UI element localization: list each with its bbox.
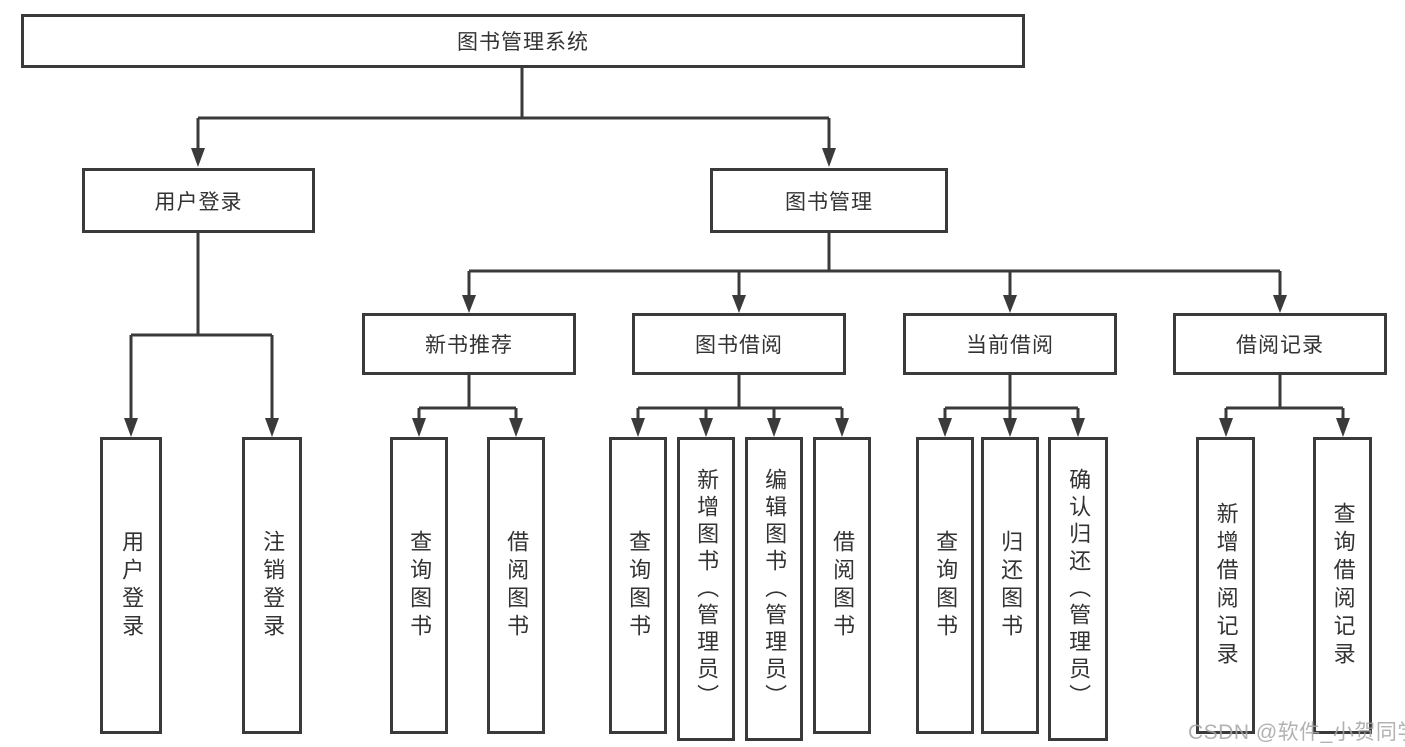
leaf-confirm-return-admin: 确认归还（管理员） xyxy=(1048,437,1108,741)
node-new-book-recommend-label: 新书推荐 xyxy=(425,334,513,357)
leaf-add-borrow-record-label: 新增借阅记录 xyxy=(1213,501,1239,670)
node-root-library-system: 图书管理系统 xyxy=(21,14,1025,68)
node-book-management-label: 图书管理 xyxy=(785,190,873,214)
leaf-edit-books-admin-label: 编辑图书（管理员） xyxy=(762,467,788,711)
leaf-borrow-books-label: 借阅图书 xyxy=(830,529,856,642)
leaf-return-books: 归还图书 xyxy=(981,437,1039,734)
leaf-query-borrow-record-label: 查询借阅记录 xyxy=(1330,501,1356,670)
leaf-query-borrow-record: 查询借阅记录 xyxy=(1313,437,1372,734)
leaf-logout-label: 注销登录 xyxy=(260,529,286,642)
leaf-query-books-borrow: 查询图书 xyxy=(609,437,667,734)
leaf-confirm-return-admin-label: 确认归还（管理员） xyxy=(1066,467,1092,711)
node-new-book-recommend: 新书推荐 xyxy=(362,313,576,375)
leaf-borrow-books-recommend: 借阅图书 xyxy=(487,437,545,734)
leaf-borrow-books-recommend-label: 借阅图书 xyxy=(504,529,530,642)
node-user-login-label: 用户登录 xyxy=(154,190,243,214)
node-book-borrow: 图书借阅 xyxy=(632,313,846,375)
node-user-login: 用户登录 xyxy=(82,168,315,233)
node-borrow-records: 借阅记录 xyxy=(1173,313,1387,375)
node-current-borrow: 当前借阅 xyxy=(903,313,1117,375)
leaf-query-books-borrow-label: 查询图书 xyxy=(626,529,652,642)
leaf-query-books-current-label: 查询图书 xyxy=(933,529,959,642)
node-root-label: 图书管理系统 xyxy=(457,31,589,54)
leaf-user-login-label: 用户登录 xyxy=(119,529,145,642)
leaf-query-books-recommend-label: 查询图书 xyxy=(407,529,433,642)
leaf-add-books-admin-label: 新增图书（管理员） xyxy=(694,467,720,711)
leaf-add-books-admin: 新增图书（管理员） xyxy=(677,437,735,741)
leaf-logout: 注销登录 xyxy=(242,437,302,734)
leaf-query-books-current: 查询图书 xyxy=(916,437,974,734)
leaf-edit-books-admin: 编辑图书（管理员） xyxy=(745,437,803,741)
leaf-user-login: 用户登录 xyxy=(100,437,162,734)
leaf-borrow-books: 借阅图书 xyxy=(813,437,871,734)
leaf-return-books-label: 归还图书 xyxy=(998,529,1024,642)
node-current-borrow-label: 当前借阅 xyxy=(966,334,1054,357)
node-book-management: 图书管理 xyxy=(710,168,948,233)
node-borrow-records-label: 借阅记录 xyxy=(1236,334,1324,357)
csdn-watermark: CSDN @软件_小贺同学 xyxy=(1188,721,1405,744)
leaf-add-borrow-record: 新增借阅记录 xyxy=(1196,437,1255,734)
leaf-query-books-recommend: 查询图书 xyxy=(390,437,448,734)
node-book-borrow-label: 图书借阅 xyxy=(695,334,783,357)
